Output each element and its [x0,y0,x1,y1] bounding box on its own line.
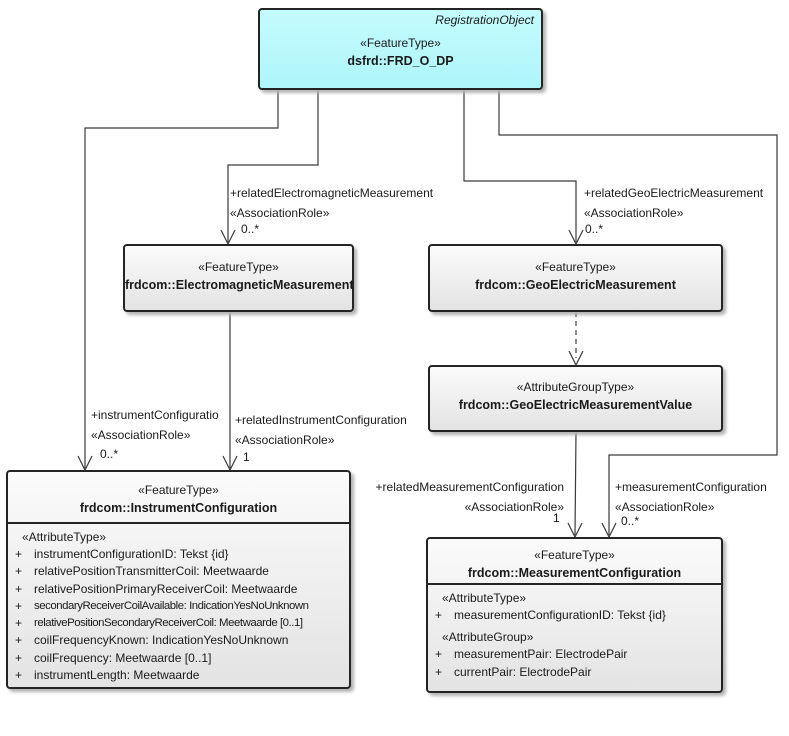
edge-label-related-geoelectric: +relatedGeoElectricMeasurement «Associat… [584,184,763,223]
role-name: +relatedElectromagneticMeasurement [230,186,434,200]
class-name: frdcom::GeoElectricMeasurement [475,278,676,292]
attribute-row: + currentPair: ElectrodePair [428,664,721,681]
attribute-text: coilFrequencyKnown: IndicationYesNoUnkno… [34,633,289,648]
attribute-row: + coilFrequencyKnown: IndicationYesNoUnk… [8,632,349,649]
class-name: frdcom::ElectromagneticMeasurement [125,278,354,292]
visibility-plus: + [15,633,23,648]
connector-instrument-configuration [84,90,279,468]
role-name: +relatedInstrumentConfiguration [235,413,407,427]
visibility-plus: + [435,608,443,622]
attribute-text: instrumentLength: Meetwaarde [34,668,200,683]
attribute-row: + measurementPair: ElectrodePair [428,646,721,663]
stereotype-label: «FeatureType» [138,483,219,497]
edge-label-related-electromagnetic: +relatedElectromagneticMeasurement «Asso… [230,184,433,223]
connector-measurement-configuration [498,90,778,535]
class-frd-o-dp[interactable]: RegistrationObject «FeatureType» dsfrd::… [258,8,543,90]
attribute-row: + relativePositionSecondaryReceiverCoil:… [8,615,349,632]
visibility-plus: + [15,547,23,561]
attribute-text: currentPair: ElectrodePair [454,664,592,679]
multiplicity-label: 1 [243,450,250,464]
class-instrument-configuration[interactable]: «FeatureType» frdcom::InstrumentConfigur… [6,470,351,689]
visibility-plus: + [435,664,443,679]
attribute-text: secondaryReceiverCoilAvailable: Indicati… [34,599,309,612]
multiplicity-label: 1 [553,511,560,525]
attributes-compartment: «AttributeType» + measurementConfigurati… [428,583,721,681]
class-geoelectric-measurement-value[interactable]: «AttributeGroupType» frdcom::GeoElectric… [428,365,723,432]
attribute-row: + secondaryReceiverCoilAvailable: Indica… [8,598,349,615]
visibility-plus: + [15,581,23,596]
attribute-row: + instrumentLength: Meetwaarde [8,667,349,684]
attribute-row: + relativePositionPrimaryReceiverCoil: M… [8,581,349,598]
connector-related-geoelectric [463,90,577,242]
attribute-text: relativePositionPrimaryReceiverCoil: Mee… [34,581,298,596]
edge-label-related-instrument-configuration: +relatedInstrumentConfiguration «Associa… [235,411,407,450]
role-name: +measurementConfiguration [615,480,767,494]
role-stereotype: «AssociationRole» [235,432,335,447]
edge-label-measurement-configuration: +measurementConfiguration «AssociationRo… [615,478,767,517]
attribute-text: instrumentConfigurationID: Tekst {id} [34,547,229,561]
multiplicity-label: 0..* [621,514,640,528]
connector-related-electromagnetic [227,90,319,242]
attribute-text: measurementConfigurationID: Tekst {id} [454,608,666,622]
attribute-row: + measurementConfigurationID: Tekst {id} [428,607,721,624]
visibility-plus: + [15,598,23,613]
stereotype-label: «FeatureType» [535,260,616,274]
role-name: +relatedMeasurementConfiguration [375,480,564,494]
edge-label-related-measurement-configuration: +relatedMeasurementConfiguration «Associ… [330,478,564,517]
attribute-section-header: «AttributeType» [22,530,107,544]
stereotype-label: «FeatureType» [198,260,279,274]
class-geoelectric-measurement[interactable]: «FeatureType» frdcom::GeoElectricMeasure… [428,244,723,312]
stereotype-label: «FeatureType» [360,36,441,50]
class-name: frdcom::GeoElectricMeasurementValue [458,398,693,412]
class-name: frdcom::InstrumentConfiguration [79,501,278,515]
class-electromagnetic-measurement[interactable]: «FeatureType» frdcom::ElectromagneticMea… [123,244,354,312]
role-name: +instrumentConfiguratio [91,408,219,422]
role-stereotype: «AssociationRole» [615,499,715,514]
role-name: +relatedGeoElectricMeasurement [584,186,764,200]
attribute-group-header: «AttributeGroup» [442,630,534,645]
class-name: frdcom::MeasurementConfiguration [467,566,682,580]
stereotype-label: «AttributeGroupType» [516,380,635,394]
multiplicity-label: 0..* [241,222,260,236]
role-stereotype: «AssociationRole» [464,499,564,514]
role-stereotype: «AssociationRole» [91,427,191,442]
visibility-plus: + [15,616,23,631]
attribute-row: + coilFrequency: Meetwaarde [0..1] [8,650,349,667]
stereotype-label: «FeatureType» [534,548,615,562]
class-name: dsfrd::FRD_O_DP [347,54,454,68]
attribute-row: + instrumentConfigurationID: Tekst {id} [8,546,349,563]
visibility-plus: + [15,564,23,579]
class-measurement-configuration[interactable]: «FeatureType» frdcom::MeasurementConfigu… [426,537,723,693]
role-stereotype: «AssociationRole» [584,205,684,220]
connector-related-measurement-configuration [574,431,577,536]
attribute-text: relativePositionTransmitterCoil: Meetwaa… [34,564,269,579]
annotation-registration-object: RegistrationObject [435,13,534,27]
attribute-text: coilFrequency: Meetwaarde [0..1] [34,650,212,665]
edge-label-instrument-configuration: +instrumentConfiguratio «AssociationRole… [91,406,219,445]
attributes-compartment: «AttributeType» + instrumentConfiguratio… [8,522,349,684]
attribute-section-header: «AttributeType» [442,591,527,605]
attribute-text: measurementPair: ElectrodePair [454,647,628,662]
visibility-plus: + [15,650,23,665]
multiplicity-label: 0..* [100,447,119,461]
visibility-plus: + [435,647,443,662]
role-stereotype: «AssociationRole» [230,205,330,220]
visibility-plus: + [15,668,23,683]
attribute-text: relativePositionSecondaryReceiverCoil: M… [34,617,303,630]
attribute-row: + relativePositionTransmitterCoil: Meetw… [8,563,349,580]
multiplicity-label: 0..* [585,222,604,236]
